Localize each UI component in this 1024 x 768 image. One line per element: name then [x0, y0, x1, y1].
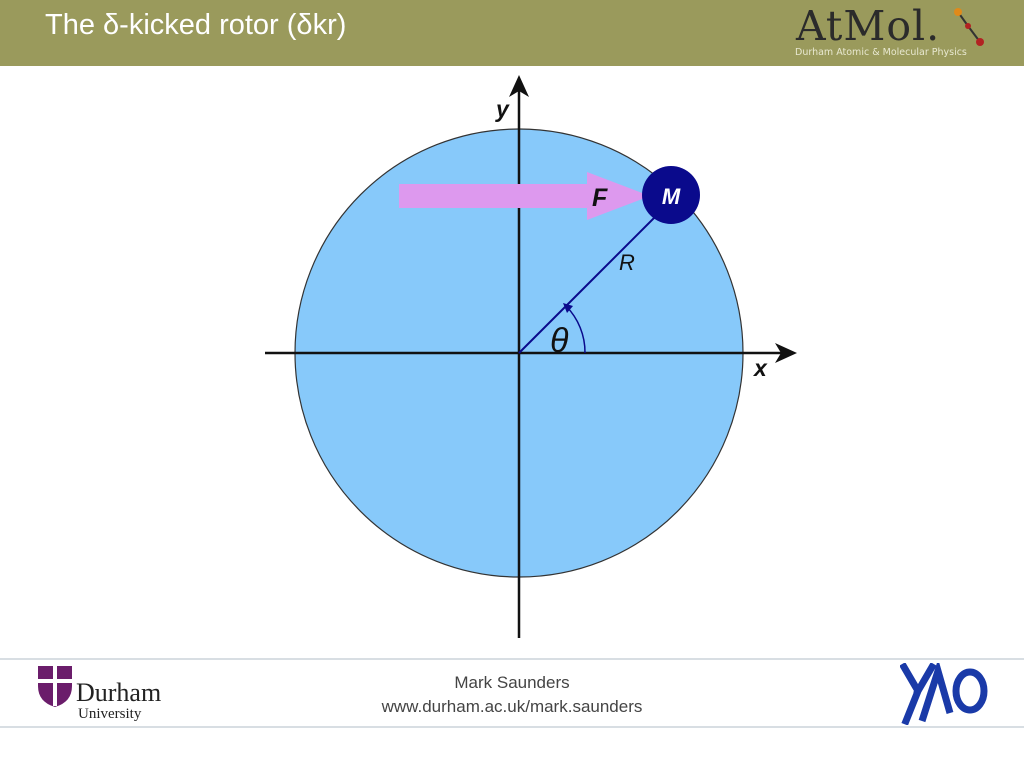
force-arrow-body [399, 184, 594, 208]
footer-url: www.durham.ac.uk/mark.saunders [381, 697, 643, 716]
y-axis-label: y [495, 96, 510, 122]
footer-divider-bottom [0, 726, 1024, 728]
atmol-logo-subtitle: Durham Atomic & Molecular Physics [795, 47, 967, 58]
atmol-logo: AtMol. Durham Atomic & Molecular Physics [790, 2, 1012, 62]
slide-header: The δ-kicked rotor (δkr) AtMol. Durham A… [0, 0, 1024, 66]
footer-divider-top [0, 658, 1024, 660]
radius-label: R [619, 250, 635, 275]
force-arrow-head [587, 172, 650, 220]
angle-label: θ [550, 322, 569, 360]
mass-label: M [662, 184, 681, 209]
footer-author: Mark Saunders [454, 673, 570, 692]
durham-name: Durham [76, 678, 162, 707]
angle-arc-arrowhead [563, 303, 573, 313]
x-axis-arrowhead [775, 343, 797, 363]
x-axis-label: x [752, 355, 768, 381]
rotor-diagram: x y θ R F M [265, 75, 797, 638]
durham-subtitle: University [78, 706, 142, 722]
mass-ball [642, 166, 700, 224]
force-label: F [592, 184, 608, 212]
yao-logo [900, 663, 988, 725]
radius-line [518, 203, 669, 354]
durham-university-logo: Durham University [36, 664, 186, 726]
durham-crest-icon [38, 666, 72, 707]
molecule-icon [954, 8, 984, 46]
slide-title: The δ-kicked rotor (δkr) [45, 9, 347, 41]
atmol-logo-word: AtMol. [796, 2, 941, 50]
y-axis-arrowhead [509, 75, 529, 97]
